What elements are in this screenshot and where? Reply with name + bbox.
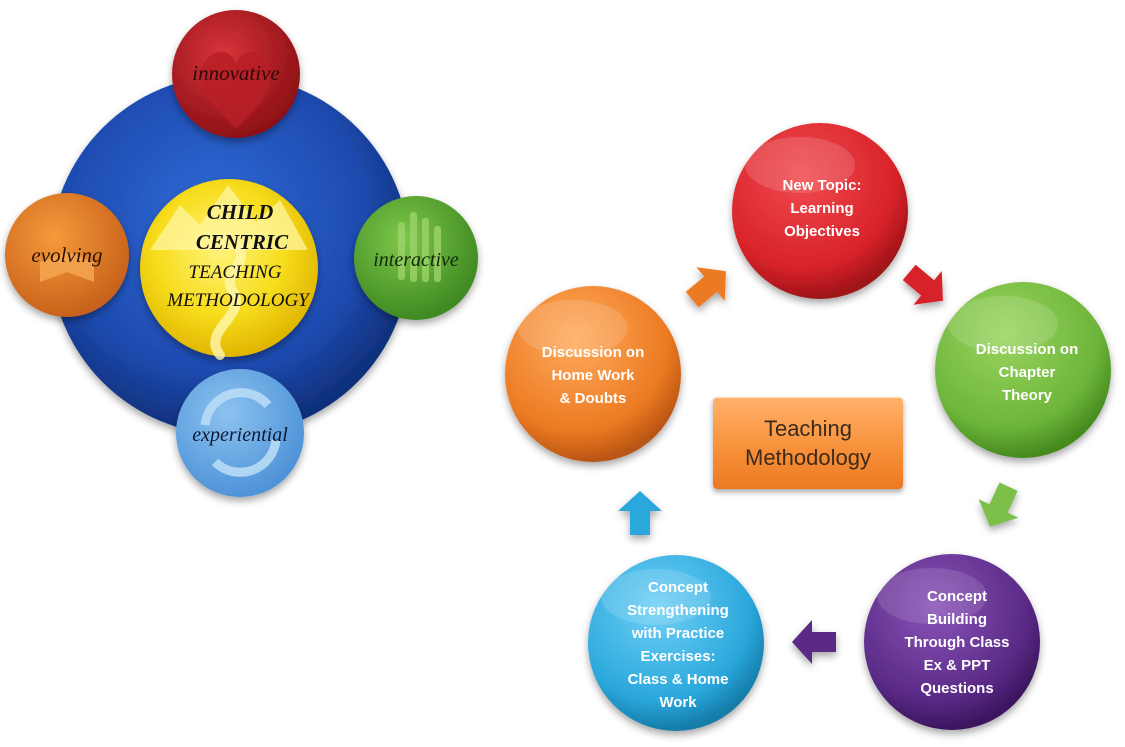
step-1-line-1: New Topic:	[783, 177, 862, 194]
center-box-line-2: Methodology	[745, 445, 871, 470]
arrow-purple-to-cyan	[792, 620, 836, 664]
step-new-topic	[732, 123, 908, 299]
step-4-line-6: Work	[659, 694, 697, 711]
arrow-green-to-purple	[978, 482, 1019, 527]
step-1-line-3: Objectives	[784, 223, 860, 240]
petal-interactive: interactive	[354, 196, 478, 320]
child-centric-diagram: innovative interactive evolving	[5, 10, 478, 497]
teaching-cycle-diagram: New Topic: Learning Objectives Discussio…	[505, 123, 1111, 731]
petal-evolving: evolving	[5, 193, 129, 317]
raised-hands-icon	[398, 212, 441, 282]
center-line-3: TEACHING	[189, 262, 282, 283]
step-5-line-2: Home Work	[551, 367, 635, 384]
step-5-line-3: & Doubts	[560, 390, 627, 407]
petal-label-interactive: interactive	[373, 249, 459, 271]
step-3-line-3: Through Class	[904, 634, 1009, 651]
center-box-line-1: Teaching	[763, 416, 853, 441]
step-4-line-2: Strengthening	[627, 602, 729, 619]
arrow-red-to-green	[902, 264, 943, 305]
cycle-arrows	[618, 264, 1019, 664]
step-1-line-2: Learning	[790, 200, 853, 217]
center-line-2: CENTRIC	[196, 230, 289, 254]
center-line-1: CHILD	[207, 200, 274, 224]
road-icon	[210, 245, 246, 360]
arrow-orange-to-red	[685, 267, 726, 308]
step-4-line-5: Class & Home	[628, 671, 729, 688]
step-concept-building	[864, 554, 1040, 730]
arrow-cyan-to-orange	[618, 491, 662, 535]
petal-label-evolving: evolving	[31, 243, 102, 267]
heart-icon	[200, 51, 272, 128]
center-circle: CHILD CENTRIC TEACHING METHODOLOGY	[140, 179, 318, 360]
step-2-line-1: Discussion on	[976, 341, 1079, 358]
teaching-methodology-box: Teaching Methodology	[713, 397, 903, 489]
step-concept-strengthening	[588, 555, 764, 731]
petal-experiential: experiential	[176, 369, 304, 497]
step-2-line-2: Chapter	[999, 364, 1056, 381]
step-3-line-5: Questions	[920, 680, 993, 697]
step-4-line-3: with Practice	[631, 625, 725, 642]
petal-innovative: innovative	[172, 10, 300, 138]
center-line-4: METHODOLOGY	[166, 290, 311, 311]
cycle-arrows-icon	[200, 388, 281, 477]
step-3-line-1: Concept	[927, 588, 987, 605]
step-homework-doubts	[505, 286, 681, 462]
petal-label-innovative: innovative	[192, 61, 279, 85]
book-icon	[40, 252, 94, 282]
petal-label-experiential: experiential	[192, 424, 288, 446]
step-4-line-1: Concept	[648, 579, 708, 596]
step-4-line-4: Exercises:	[640, 648, 715, 665]
step-chapter-theory	[935, 282, 1111, 458]
step-3-line-2: Building	[927, 611, 987, 628]
step-3-line-4: Ex & PPT	[924, 657, 991, 674]
mountain-path-icon	[150, 185, 308, 250]
step-5-line-1: Discussion on	[542, 344, 645, 361]
step-2-line-3: Theory	[1002, 387, 1053, 404]
